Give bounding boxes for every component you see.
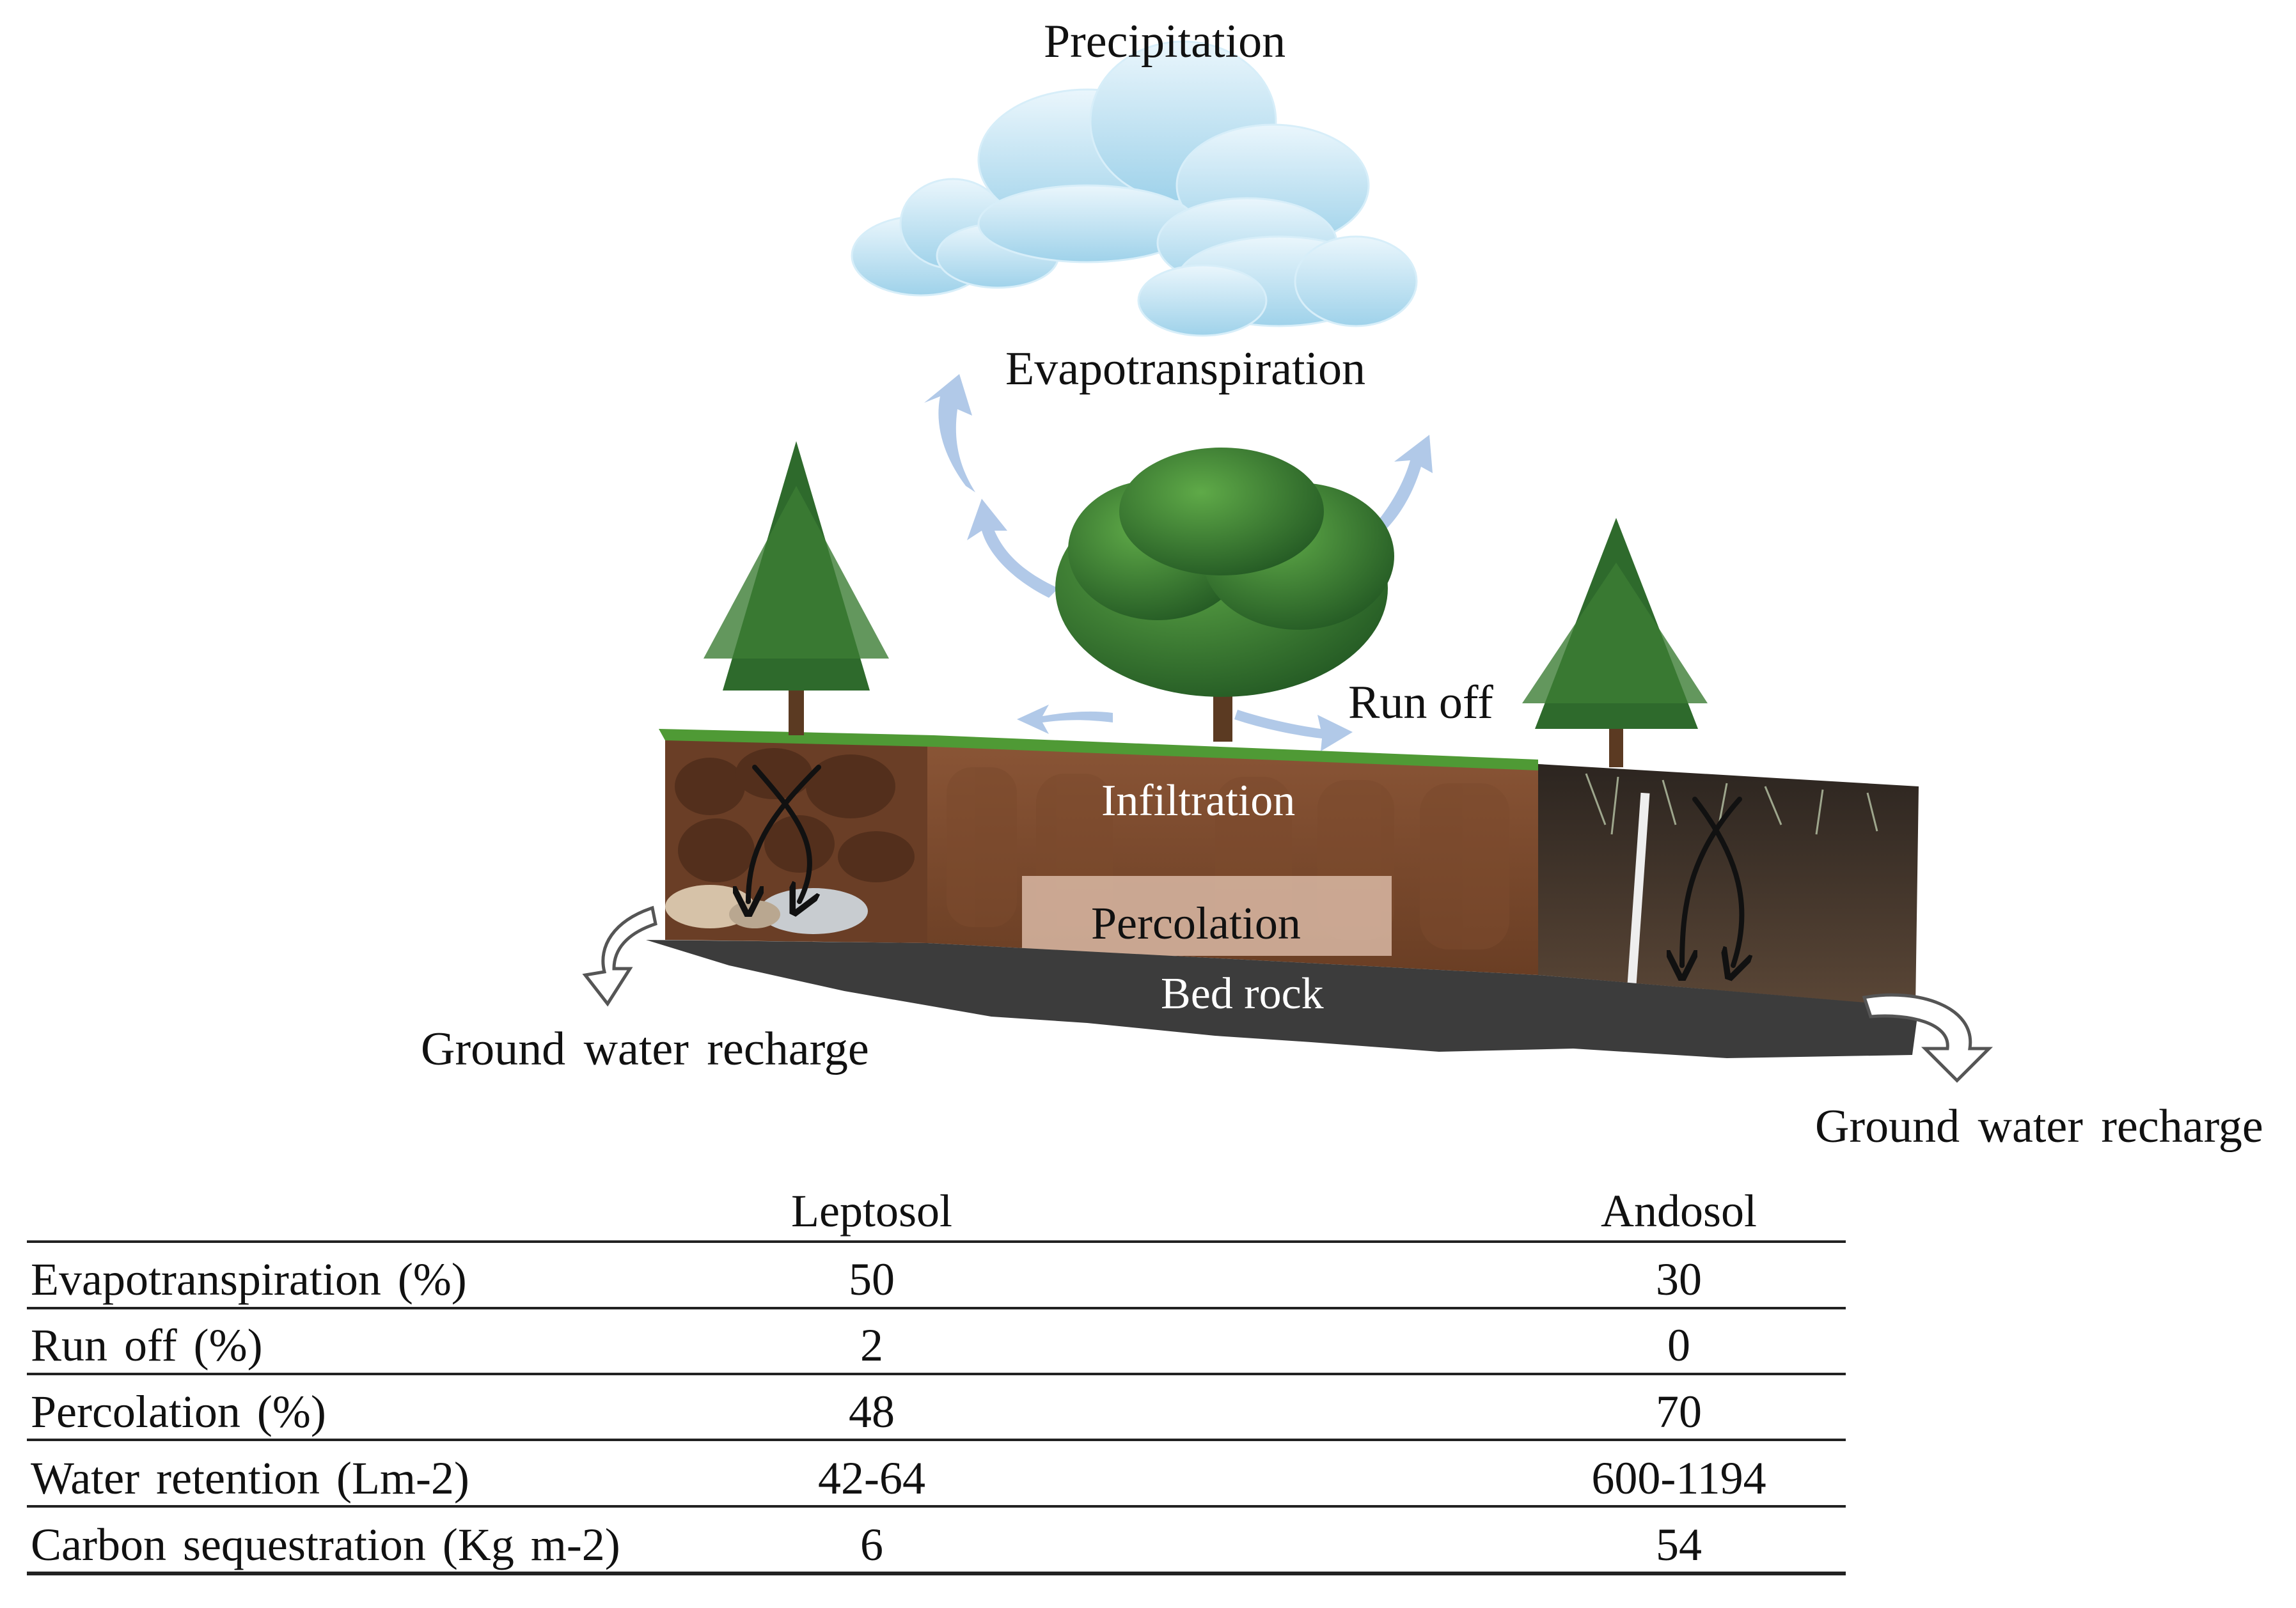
groundwater-recharge-right-label: Ground water recharge [1815, 1100, 2263, 1153]
cloud-icon [851, 40, 1418, 337]
percolation-box [1022, 876, 1392, 956]
bedrock-layer [646, 940, 1919, 1058]
table-rule [27, 1439, 1846, 1441]
infiltration-label: Infiltration [1101, 776, 1296, 825]
groundwater-recharge-left-label: Ground water recharge [421, 1023, 869, 1075]
row-label: Percolation (%) [31, 1386, 326, 1437]
pine-tree-icon [1522, 518, 1708, 767]
pine-tree-icon [704, 441, 889, 735]
evaporation-arrow-icon [924, 374, 1433, 751]
table-rule [27, 1307, 1846, 1309]
table-bottom-rule [27, 1572, 1846, 1575]
table-rule [27, 1240, 1846, 1243]
evapotranspiration-label: Evapotranspiration [1005, 343, 1366, 395]
row-label: Run off (%) [31, 1320, 263, 1371]
table-rule [27, 1373, 1846, 1375]
precipitation-label: Precipitation [1044, 15, 1286, 68]
row-label: Carbon sequestration (Kg m-2) [31, 1519, 620, 1570]
row-label: Evapotranspiration (%) [31, 1254, 467, 1305]
table-rule [27, 1505, 1846, 1508]
bed-rock-label: Bed rock [1161, 969, 1324, 1019]
andosol-soil-profile [1538, 764, 1919, 1007]
leptosol-soil-profile [665, 735, 927, 943]
water-cycle-illustration [582, 40, 1993, 1083]
grass-surface [659, 729, 1538, 770]
recharge-arrow-icon [582, 905, 1993, 1083]
run-off-label: Run off [1348, 676, 1493, 729]
downflow-arrow-icon [748, 765, 1742, 965]
row-label: Water retention (Lm-2) [31, 1453, 469, 1504]
percolation-label: Percolation [1091, 898, 1301, 949]
oak-tree-icon [1055, 448, 1394, 742]
measuring-stick [1627, 792, 1650, 985]
